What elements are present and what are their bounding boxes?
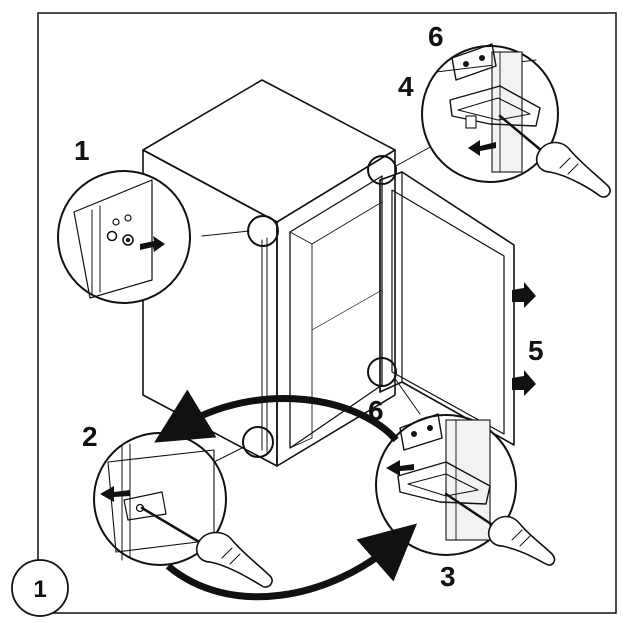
hinge-marker-top-right [367,155,397,185]
screwdriver-icon [140,506,273,588]
arrow-icon [100,486,130,502]
arrow-icon [140,236,165,252]
arrow-icon [468,140,496,156]
detail-view-3 [375,413,556,566]
detail-view-4 [421,43,611,198]
curved-arrow-icon [154,389,399,443]
callout-2: 2 [82,421,98,452]
hinge-marker-bottom-right [367,357,397,387]
detail-view-1 [57,170,191,304]
callout-6-top: 6 [428,21,444,52]
screwdriver-icon [444,492,556,566]
step-badge-number: 1 [33,576,46,603]
fridge-door [379,171,515,446]
callout-4: 4 [398,71,414,102]
callout-6-bottom: 6 [368,395,384,426]
fridge-cabinet [142,79,396,467]
screwdriver-icon [498,114,611,198]
hinge-marker-bottom-left [242,426,274,458]
callout-5: 5 [528,335,544,366]
arrow-icon [386,460,414,476]
callout-1: 1 [74,135,90,166]
step-badge: 1 [11,559,69,617]
callout-3: 3 [440,561,456,592]
leader-lines [197,145,433,471]
arrow-icon [512,370,536,396]
arrow-icon [512,282,536,308]
detail-view-2 [93,432,273,588]
curved-arrow-icon [165,523,418,601]
